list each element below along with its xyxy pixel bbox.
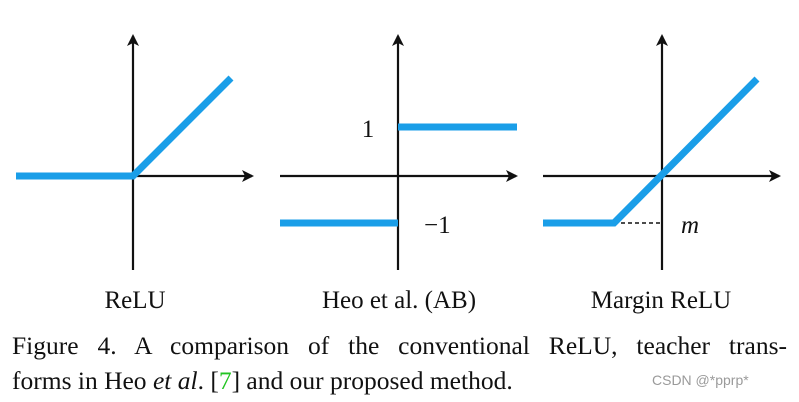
citation-link[interactable]: 7 <box>218 366 232 395</box>
caption-text-b: . [ <box>197 366 219 395</box>
relu-curve <box>16 75 234 180</box>
heo-tick-label-minus-one: −1 <box>424 212 451 239</box>
heo-panel-label: Heo et al. (AB) <box>322 287 476 314</box>
heo-tick-label-one: 1 <box>362 116 375 143</box>
margin-relu-tick-label-m: m <box>681 212 699 239</box>
margin-relu-curve <box>543 76 760 227</box>
watermark: CSDN @*pprp* <box>652 372 749 388</box>
caption-line-2: forms in Heo et al. [7] and our proposed… <box>12 363 787 398</box>
caption-line-1: Figure 4. A comparison of the convention… <box>12 331 787 360</box>
margin-relu-panel-label: Margin ReLU <box>591 287 732 314</box>
margin-relu-panel: m Margin ReLU <box>543 34 781 314</box>
caption-text-c: ] and our proposed method. <box>231 366 513 395</box>
caption-italic-text: et al <box>152 366 198 395</box>
heo-panel: 1 −1 Heo et al. (AB) <box>280 34 518 314</box>
relu-panel-label: ReLU <box>104 287 165 314</box>
caption-text-a: forms in Heo <box>12 366 153 395</box>
relu-panel: ReLU <box>16 34 254 314</box>
figure-caption: Figure 4. A comparison of the convention… <box>12 328 787 398</box>
